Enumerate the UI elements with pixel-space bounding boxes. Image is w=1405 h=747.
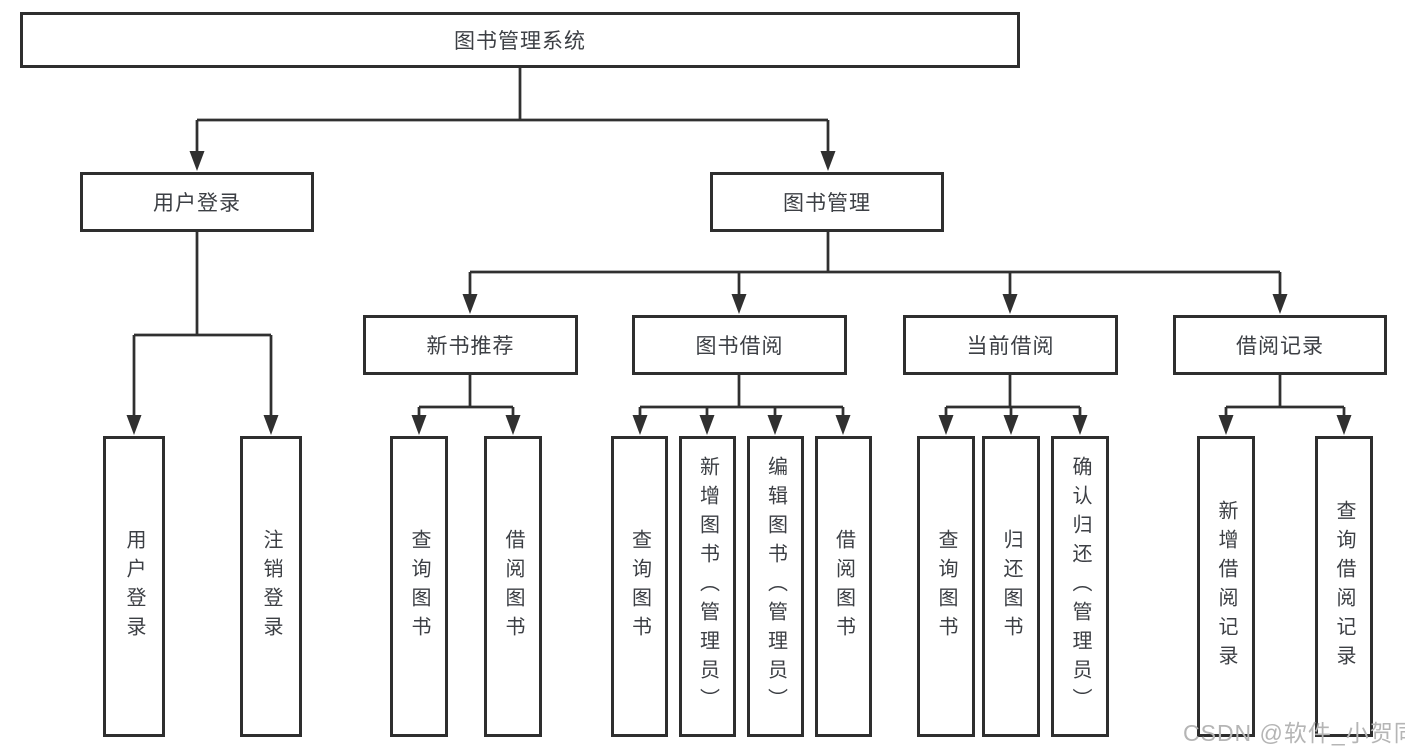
leaf-add-books-admin: 新增图书（管理员）	[679, 436, 736, 737]
node-label: 借阅图书	[502, 528, 524, 645]
node-label: 归还图书	[1000, 528, 1022, 645]
leaf-edit-books-admin: 编辑图书（管理员）	[747, 436, 804, 737]
leaf-user-login: 用户登录	[103, 436, 165, 737]
node-label: 图书借阅	[695, 335, 784, 358]
node-label: 当前借阅	[966, 335, 1055, 358]
node-label: 用户登录	[123, 528, 145, 645]
leaf-return-books: 归还图书	[982, 436, 1040, 737]
connector-new-book-rec-children	[411, 375, 521, 435]
node-label: 注销登录	[260, 528, 282, 645]
node-label: 新增借阅记录	[1215, 499, 1237, 674]
node-book-borrowing: 图书借阅	[632, 315, 847, 375]
leaf-query-books-2: 查询图书	[611, 436, 668, 737]
node-label: 查询图书	[408, 528, 430, 645]
node-label: 编辑图书（管理员）	[764, 456, 787, 717]
leaf-query-books-1: 查询图书	[390, 436, 448, 737]
node-new-book-recommend: 新书推荐	[363, 315, 578, 375]
connector-book-mgmt-children	[462, 232, 1288, 314]
leaf-borrow-books-1: 借阅图书	[484, 436, 542, 737]
leaf-add-borrow-record: 新增借阅记录	[1197, 436, 1255, 737]
connector-borrow-records-children	[1218, 375, 1352, 435]
node-label: 借阅图书	[832, 528, 855, 645]
connector-current-borrow-children	[938, 375, 1088, 435]
node-user-login: 用户登录	[80, 172, 314, 232]
node-label: 图书管理	[783, 192, 871, 215]
node-current-borrowing: 当前借阅	[903, 315, 1118, 375]
leaf-query-borrow-record: 查询借阅记录	[1315, 436, 1373, 737]
leaf-confirm-return-admin: 确认归还（管理员）	[1051, 436, 1109, 737]
node-label: 借阅记录	[1236, 335, 1324, 358]
csdn-watermark: CSDN @软件_小贺同学	[1183, 720, 1405, 746]
node-label: 用户登录	[153, 192, 241, 215]
leaf-query-books-3: 查询图书	[917, 436, 975, 737]
connector-book-borrow-children	[632, 375, 851, 435]
node-label: 查询图书	[628, 528, 651, 645]
node-label: 确认归还（管理员）	[1069, 456, 1091, 717]
leaf-borrow-books-2: 借阅图书	[815, 436, 872, 737]
node-library-system: 图书管理系统	[20, 12, 1020, 68]
node-label: 新增图书（管理员）	[696, 456, 719, 717]
node-borrowing-records: 借阅记录	[1173, 315, 1387, 375]
node-label: 查询图书	[935, 528, 957, 645]
leaf-logout: 注销登录	[240, 436, 302, 737]
node-label: 新书推荐	[426, 335, 515, 358]
node-label: 查询借阅记录	[1333, 499, 1355, 674]
node-label: 图书管理系统	[454, 30, 586, 53]
node-book-management: 图书管理	[710, 172, 944, 232]
connector-root-to-level2	[189, 68, 836, 171]
connector-user-login-children	[126, 232, 279, 435]
